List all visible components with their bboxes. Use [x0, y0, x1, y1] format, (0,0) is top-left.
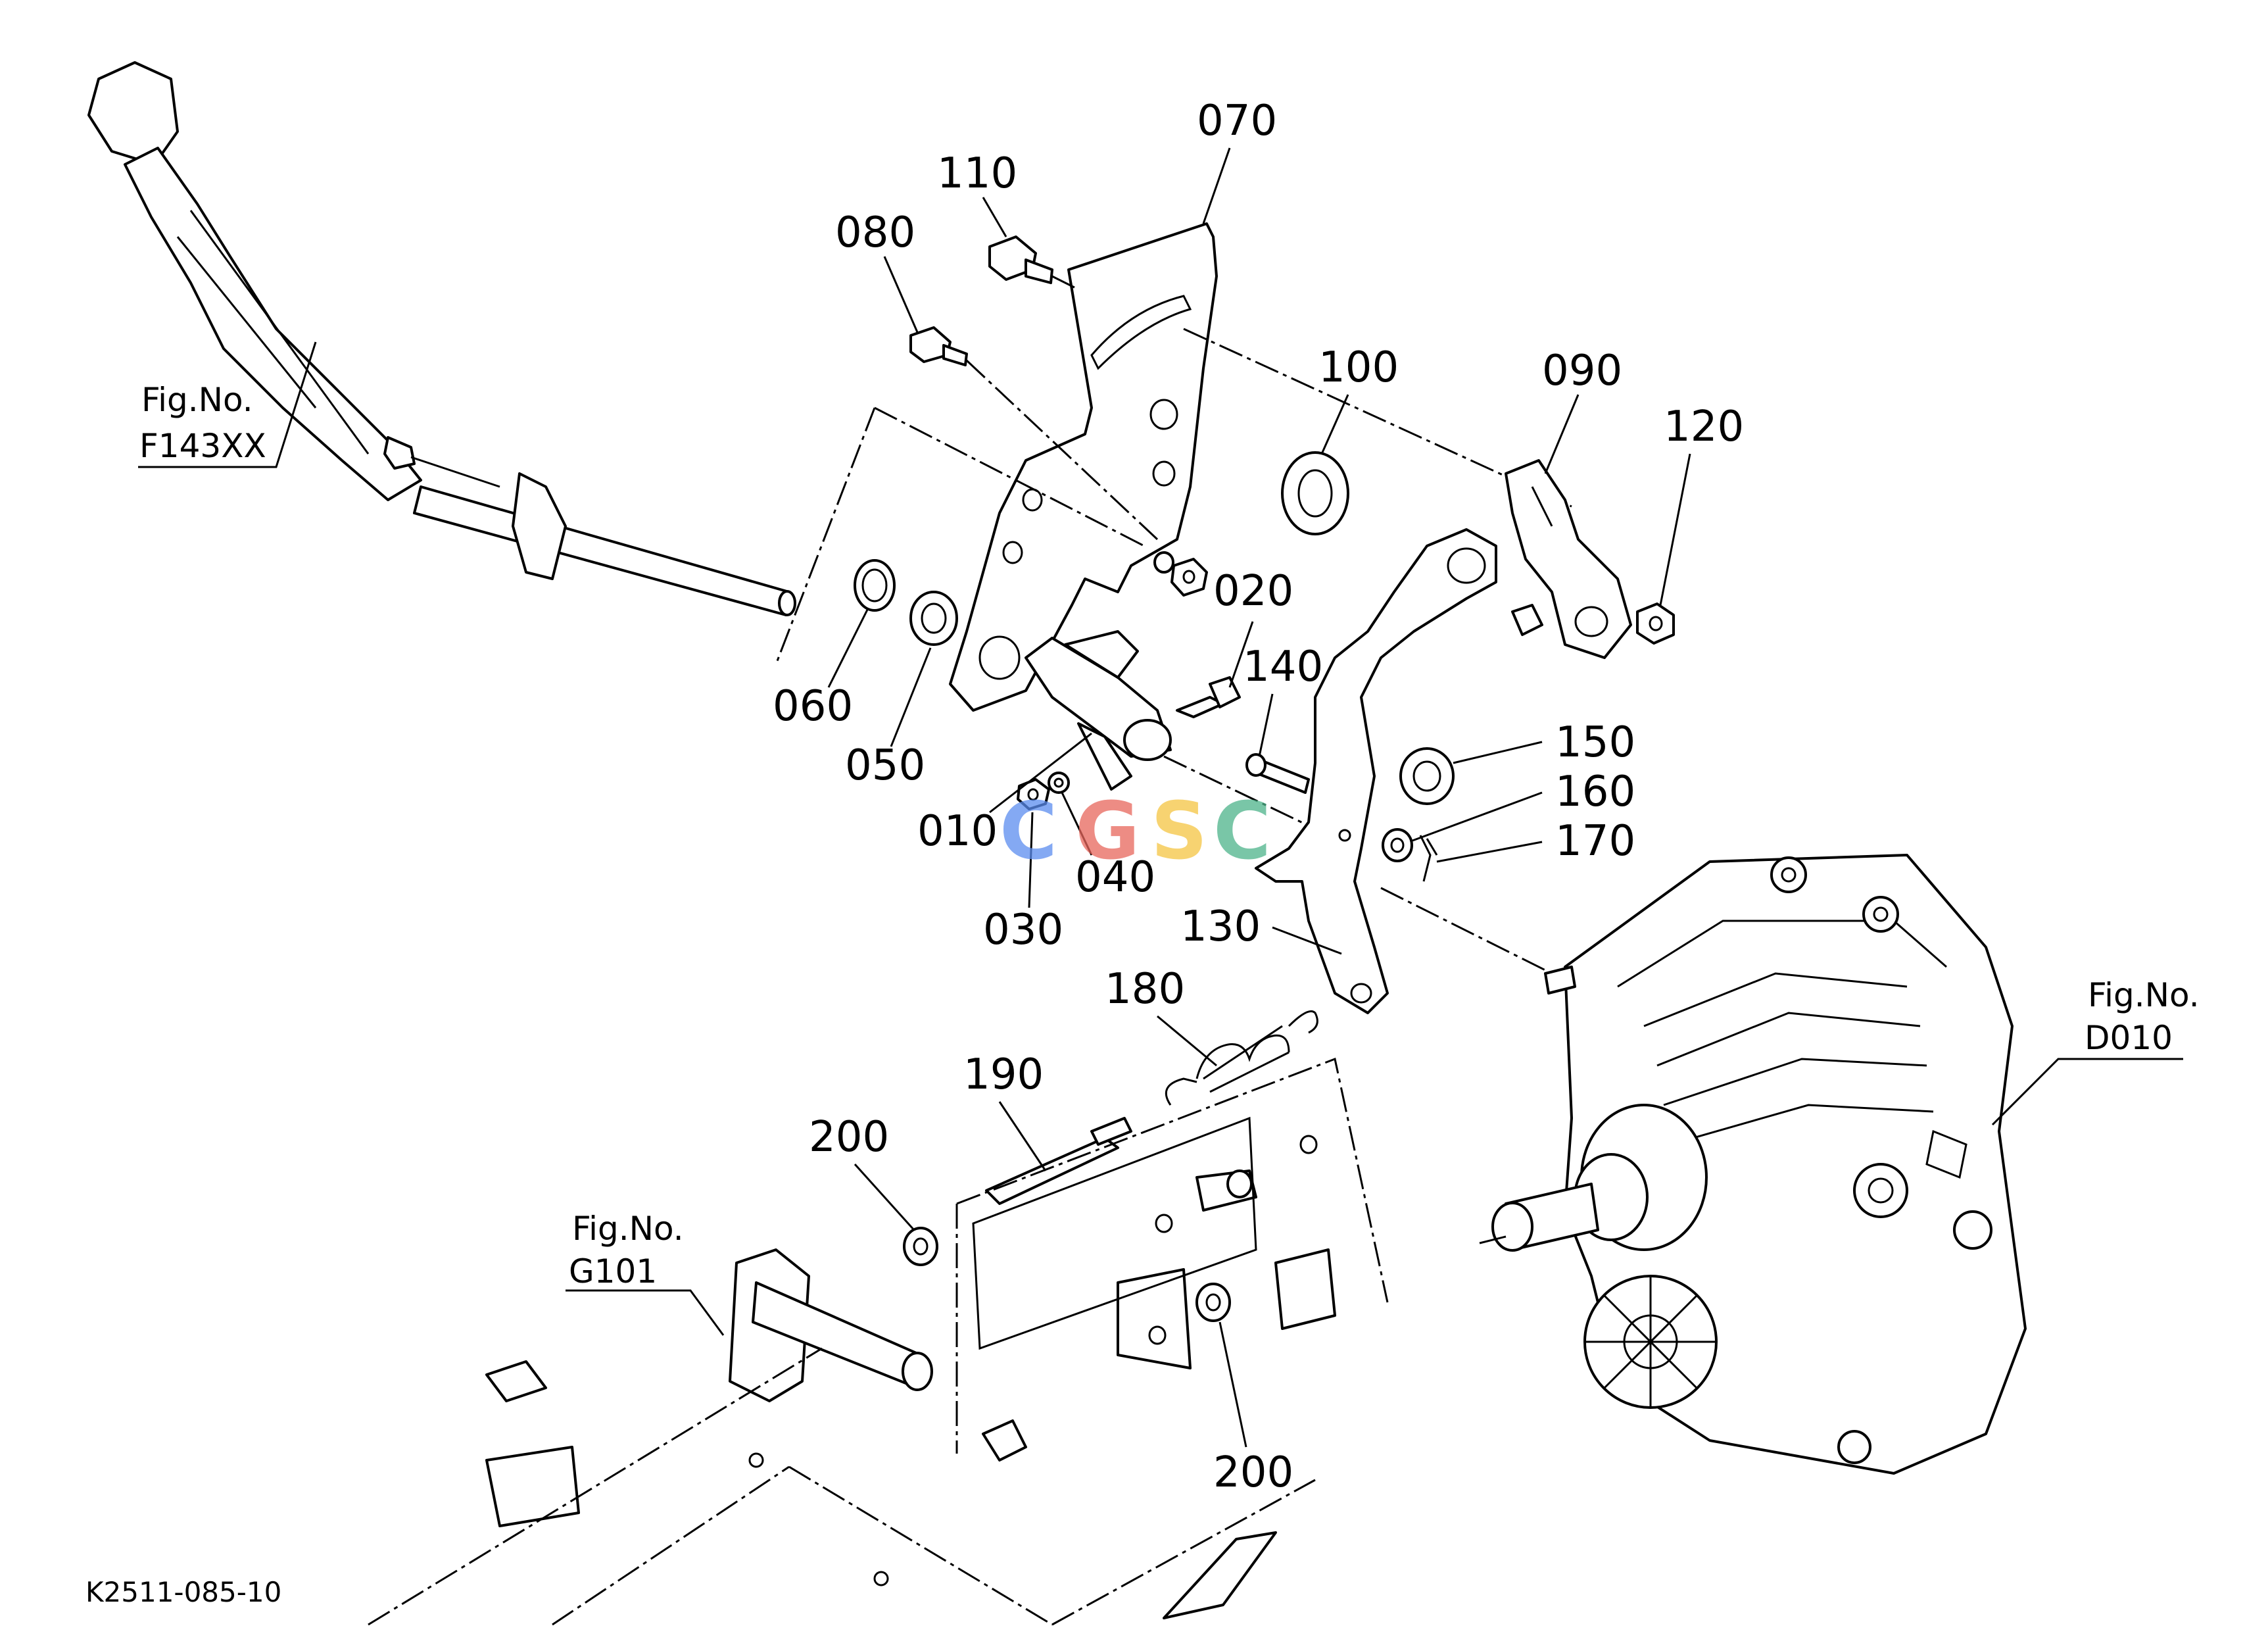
fig-ref-g101: Fig.No. G101: [566, 1210, 725, 1336]
fig-ref-label: Fig.No.: [572, 1210, 684, 1248]
part-label-020: 020: [1213, 567, 1293, 616]
part-label-030: 030: [983, 906, 1063, 954]
part-label-060: 060: [773, 682, 853, 731]
part-label-140: 140: [1243, 643, 1323, 691]
collar-200-upper: [903, 1227, 938, 1266]
bolt-020: [1176, 621, 1254, 718]
fig-ref-label: Fig.No.: [2088, 976, 2200, 1014]
link-090: [1505, 459, 1632, 659]
drawing-code: K2511-085-10: [85, 1576, 281, 1608]
part-label-200-upper: 200: [809, 1113, 889, 1162]
axle-assembly: [368, 1248, 1316, 1626]
part-label-160: 160: [1555, 768, 1635, 816]
transmission-housing: [1380, 854, 2027, 1475]
spring-180: [1165, 1010, 1318, 1106]
watermark-letter-s: S: [1151, 786, 1207, 877]
part-label-120: 120: [1664, 403, 1744, 451]
watermark-letter-c2: C: [1213, 786, 1271, 877]
watermark: C G S C: [1000, 786, 1271, 877]
part-label-150: 150: [1555, 718, 1635, 767]
bracket-plate: [775, 222, 1218, 712]
watermark-letter-g: G: [1075, 786, 1140, 877]
pin-140: [1245, 753, 1310, 794]
bolt-110: [988, 235, 1079, 291]
bushing-050: [909, 591, 958, 646]
part-label-100: 100: [1318, 343, 1399, 392]
part-label-050: 050: [845, 741, 925, 790]
pivot-shaft: [1025, 630, 1316, 830]
part-label-080: 080: [835, 209, 915, 257]
part-label-090: 090: [1542, 347, 1622, 395]
part-labels: 070 110 080 100 090 120 020 140 150 160 …: [773, 97, 1744, 1497]
part-label-040: 040: [1075, 853, 1155, 902]
part-label-200-lower: 200: [1213, 1448, 1293, 1497]
plate-nut: [1153, 551, 1208, 597]
part-label-180: 180: [1105, 965, 1185, 1014]
part-label-190: 190: [963, 1050, 1044, 1099]
part-label-110: 110: [937, 149, 1017, 198]
part-label-070: 070: [1197, 97, 1277, 145]
washer-040: [1048, 772, 1070, 794]
part-label-130: 130: [1180, 902, 1261, 951]
part-label-010: 010: [917, 807, 998, 856]
frame-plate: [955, 1057, 1389, 1462]
nut-030: [1017, 778, 1050, 810]
fig-ref-number: D010: [2085, 1019, 2173, 1057]
collar-200-lower: [1195, 1283, 1231, 1322]
nut-120: [1636, 602, 1675, 645]
watermark-letter-c: C: [1000, 786, 1057, 877]
fig-ref-number: G101: [569, 1252, 657, 1291]
washer-160: [1382, 828, 1413, 862]
hand-lever: [87, 61, 796, 616]
snap-ring-060: [854, 559, 896, 612]
lever-arm-130: [1255, 528, 1497, 1014]
fig-ref-f143xx: Fig.No. F143XX: [138, 341, 317, 468]
fig-ref-number: F143XX: [139, 427, 266, 465]
part-label-170: 170: [1555, 817, 1635, 866]
fig-ref-d010: Fig.No. D010: [1991, 976, 2200, 1126]
fig-ref-label: Fig.No.: [141, 381, 253, 419]
cotter-pin-170: [1419, 835, 1438, 882]
bearing-150: [1399, 747, 1455, 805]
bolt-080: [909, 326, 1159, 541]
